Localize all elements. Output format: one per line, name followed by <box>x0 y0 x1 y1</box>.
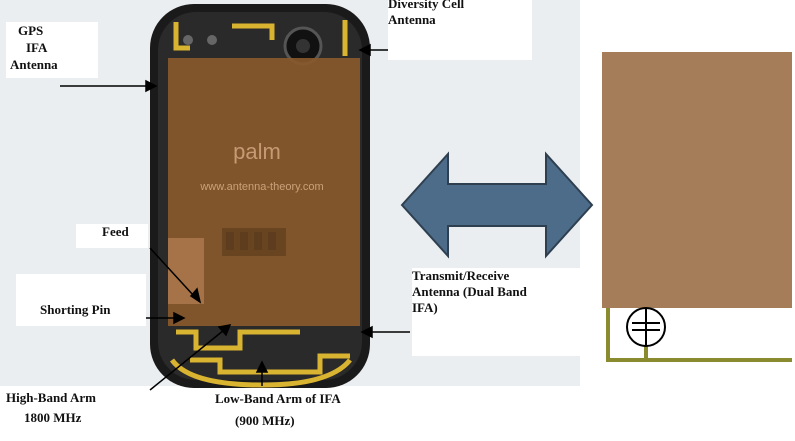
feed-label: Feed <box>76 224 148 248</box>
feed-source-symbol <box>626 307 666 347</box>
low-band-label: Low-Band Arm of IFA (900 MHz) <box>215 391 341 428</box>
watermark-text: www.antenna-theory.com <box>199 181 323 193</box>
diversity-label: Diversity Cell Antenna <box>388 0 532 60</box>
high-band-label: High-Band Arm 1800 MHz <box>6 390 96 425</box>
low-band-trace <box>190 353 350 375</box>
gps-label: GPS IFA Antenna <box>6 22 98 78</box>
high-band-arrow-line <box>149 329 225 391</box>
shorting-pin-arrowhead <box>173 311 186 325</box>
top-trace <box>232 23 275 40</box>
sim-slot <box>222 228 286 256</box>
feed-arrow-line <box>149 247 195 297</box>
transmit-label: Transmit/Receive Antenna (Dual Band IFA) <box>412 268 580 356</box>
high-band-arrowhead <box>217 324 232 337</box>
screw-right-top <box>207 35 217 45</box>
photo-bottom-margin <box>0 386 580 436</box>
shorting-pin-label: Shorting Pin <box>16 274 146 326</box>
transmit-arrowhead <box>360 325 373 339</box>
high-band-trace <box>176 329 300 351</box>
pointer-arrows <box>60 43 410 391</box>
diversity-arrowhead <box>358 43 371 57</box>
gps-arrowhead <box>145 79 158 93</box>
gps-trace <box>173 22 190 51</box>
low-band-arrowhead <box>255 360 269 373</box>
ifa-ground-plane <box>602 52 792 308</box>
double-arrow <box>400 151 594 259</box>
feed-arrowhead <box>189 287 202 304</box>
camera-center <box>296 39 310 53</box>
phone-brand-text: palm <box>233 139 281 164</box>
screw-left-top <box>183 35 193 45</box>
